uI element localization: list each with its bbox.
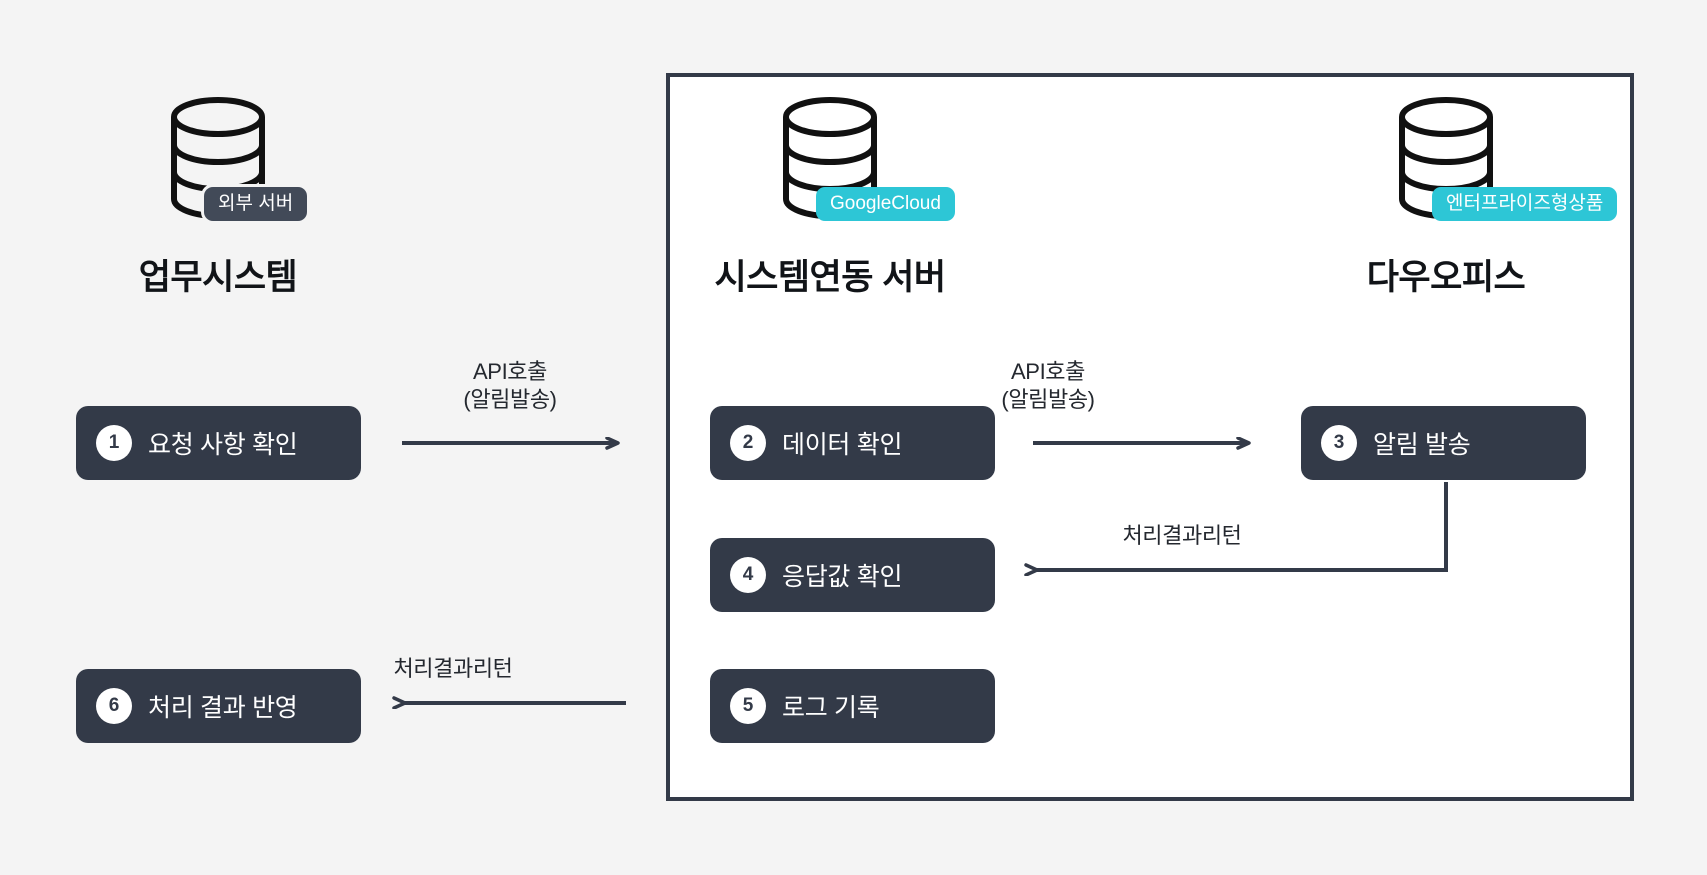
step-number: 4 [730, 557, 766, 593]
arrow-label-result-return-outer: 처리결과리턴 [393, 656, 513, 681]
step-box-4[interactable]: 4 응답값 확인 [710, 538, 995, 612]
step-label: 데이터 확인 [782, 431, 903, 459]
step-number: 3 [1321, 425, 1357, 461]
step-label: 처리 결과 반영 [148, 694, 298, 722]
node-title-integration-server: 시스템연동 서버 [714, 258, 946, 297]
step-label: 로그 기록 [782, 694, 880, 722]
node-title-daouoffice: 다우오피스 [1366, 258, 1526, 297]
step-number: 5 [730, 688, 766, 724]
node-icon-wrap: 엔터프라이즈형상품 [1296, 95, 1618, 235]
step-number: 6 [96, 688, 132, 724]
step-label: 응답값 확인 [782, 563, 903, 591]
step-number: 2 [730, 425, 766, 461]
arrow-label-result-return-inner: 처리결과리턴 [1122, 523, 1242, 548]
node-integration-server: GoogleCloud 시스템연동 서버 [680, 95, 980, 300]
badge-external-server: 외부 서버 [204, 187, 308, 221]
step-box-6[interactable]: 6 처리 결과 반영 [76, 669, 361, 743]
arrow-label-api-call-left: API호출 (알림발송) [463, 359, 557, 413]
node-icon-wrap: GoogleCloud [680, 95, 980, 235]
node-title-business-system: 업무시스템 [138, 258, 298, 297]
badge-enterprise-product: 엔터프라이즈형상품 [1432, 187, 1618, 221]
node-icon-wrap: 외부 서버 [68, 95, 368, 235]
step-label: 알림 발송 [1373, 431, 1471, 459]
step-box-3[interactable]: 3 알림 발송 [1301, 406, 1586, 480]
step-box-1[interactable]: 1 요청 사항 확인 [76, 406, 361, 480]
node-business-system: 외부 서버 업무시스템 [68, 95, 368, 300]
step-box-5[interactable]: 5 로그 기록 [710, 669, 995, 743]
node-daouoffice: 엔터프라이즈형상품 다우오피스 [1296, 95, 1618, 300]
step-label: 요청 사항 확인 [148, 431, 298, 459]
badge-google-cloud: GoogleCloud [816, 187, 955, 221]
arrow-label-api-call-right: API호출 (알림발송) [1001, 359, 1095, 413]
step-box-2[interactable]: 2 데이터 확인 [710, 406, 995, 480]
step-number: 1 [96, 425, 132, 461]
